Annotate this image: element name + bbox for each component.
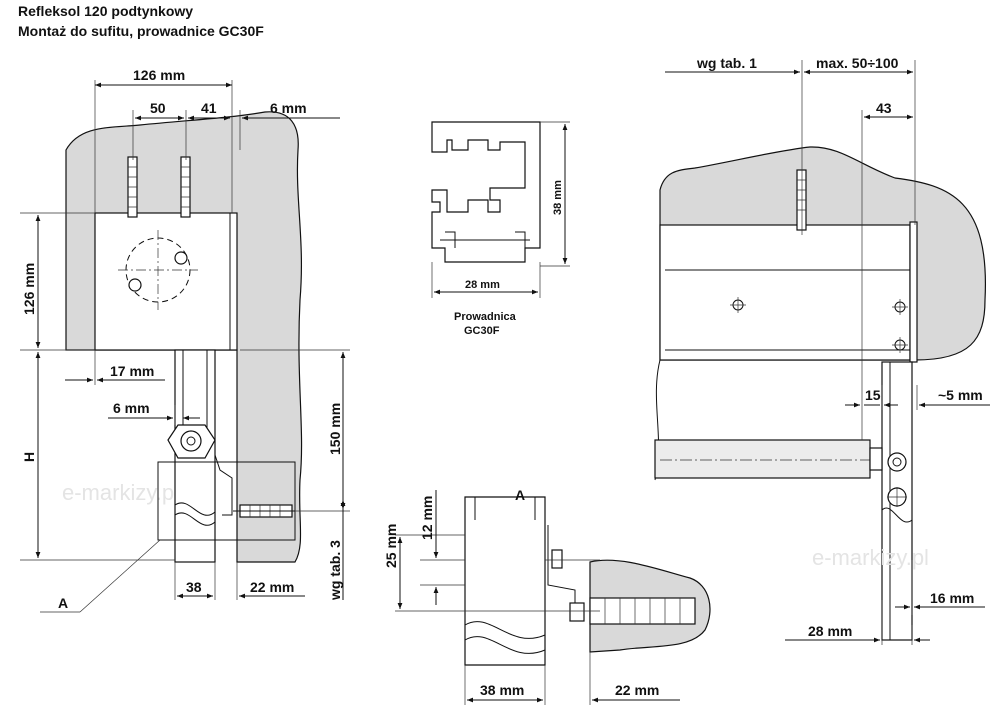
dim-150: 150 mm bbox=[327, 403, 343, 455]
detail-rail bbox=[464, 496, 546, 666]
front-view: wg tab. 1 max. 50÷100 43 15 ~5 mm 16 mm … bbox=[654, 55, 990, 645]
dim-50: 50 bbox=[150, 100, 166, 116]
side-view: 126 mm 50 41 6 mm 126 mm H 17 mm 6 mm 15… bbox=[20, 67, 350, 613]
watermark: e-markizy.pl bbox=[62, 480, 179, 505]
title-line2: Montaż do sufitu, prowadnice GC30F bbox=[18, 23, 264, 39]
profile-name-line1: Prowadnica bbox=[454, 311, 517, 323]
cassette-box bbox=[94, 212, 238, 351]
dim-43: 43 bbox=[876, 100, 892, 116]
title-line1: Refleksol 120 podtynkowy bbox=[18, 3, 193, 19]
wg-tab3-label: wg tab. 3 bbox=[327, 540, 343, 601]
detail-dim-22: 22 mm bbox=[615, 682, 659, 698]
dim-6-top: 6 mm bbox=[270, 100, 307, 116]
profile-section: 38 mm 28 mm Prowadnica GC30F bbox=[431, 121, 570, 337]
roller-tube bbox=[654, 439, 871, 479]
dim-41: 41 bbox=[201, 100, 217, 116]
dim-15: 15 bbox=[865, 387, 881, 403]
wg-tab1-label: wg tab. 1 bbox=[696, 55, 757, 71]
max-range-label: max. 50÷100 bbox=[816, 55, 899, 71]
dim-17: 17 mm bbox=[110, 363, 154, 379]
detail-A-frame bbox=[157, 461, 296, 541]
profile-width: 28 mm bbox=[465, 279, 500, 291]
detail-A: 25 mm 12 mm A 38 mm 22 mm bbox=[383, 487, 711, 705]
dim-width-total: 126 mm bbox=[133, 67, 185, 83]
dim-6-mid: 6 mm bbox=[113, 400, 150, 416]
detail-label-A: A bbox=[515, 487, 525, 503]
dim-H: H bbox=[21, 452, 37, 462]
dim-22: 22 mm bbox=[250, 579, 294, 595]
gc30f-profile bbox=[431, 121, 541, 263]
profile-name-line2: GC30F bbox=[464, 325, 500, 337]
detail-dim-25: 25 mm bbox=[383, 524, 399, 568]
dim-5: ~5 mm bbox=[938, 387, 983, 403]
detail-dim-12: 12 mm bbox=[419, 496, 435, 540]
dim-height-box: 126 mm bbox=[21, 263, 37, 315]
dim-38: 38 bbox=[186, 579, 202, 595]
anchor-bolt bbox=[127, 156, 191, 218]
detail-anchor bbox=[589, 597, 696, 625]
watermark: e-markizy.pl bbox=[812, 545, 929, 570]
label-A: A bbox=[58, 595, 68, 611]
mount-screw-markers bbox=[730, 297, 908, 353]
detail-dim-38: 38 mm bbox=[480, 682, 524, 698]
profile-height: 38 mm bbox=[552, 180, 564, 215]
detail-bracket bbox=[547, 525, 576, 612]
front-cassette bbox=[659, 224, 911, 361]
dim-28: 28 mm bbox=[808, 623, 852, 639]
dim-16: 16 mm bbox=[930, 590, 974, 606]
